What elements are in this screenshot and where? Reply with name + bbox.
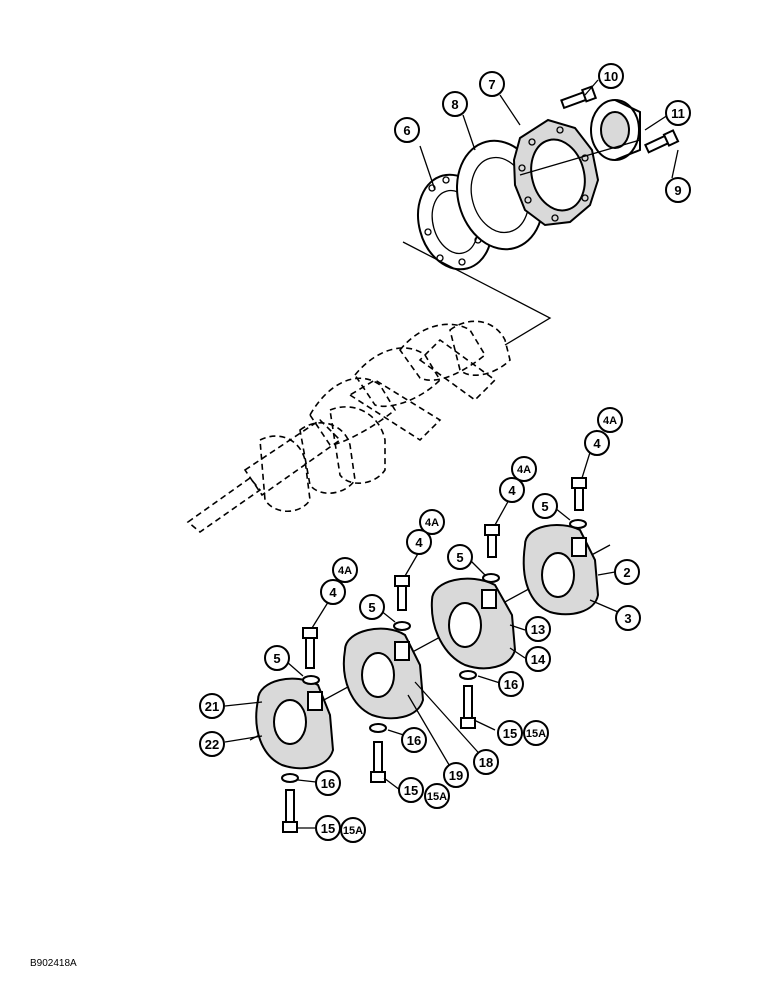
washer-5-d xyxy=(302,675,320,685)
callout-16-3: 16 xyxy=(315,770,341,796)
seal-retainer-7 xyxy=(512,118,600,227)
svg-text:19: 19 xyxy=(449,768,463,783)
callout-15a-3: 15A xyxy=(340,817,366,843)
svg-text:5: 5 xyxy=(368,600,375,615)
svg-text:22: 22 xyxy=(205,737,219,752)
svg-text:4A: 4A xyxy=(425,517,439,529)
oil-seal-11 xyxy=(590,99,641,161)
svg-text:16: 16 xyxy=(504,677,518,692)
svg-text:5: 5 xyxy=(273,651,280,666)
callout-16-1: 16 xyxy=(498,671,524,697)
counterweight-13-14 xyxy=(430,577,517,670)
svg-text:7: 7 xyxy=(488,77,495,92)
svg-text:3: 3 xyxy=(624,611,631,626)
callout-15-1: 15 xyxy=(497,720,523,746)
callout-15a-2: 15A xyxy=(424,783,450,809)
svg-text:11: 11 xyxy=(671,106,685,121)
bolt-4-c xyxy=(394,575,410,611)
washer-16-b xyxy=(369,723,387,733)
svg-text:8: 8 xyxy=(451,97,458,112)
bolt-4-b xyxy=(484,524,500,558)
svg-text:4A: 4A xyxy=(517,464,531,476)
callout-19: 19 xyxy=(443,762,469,788)
bolt-15-a xyxy=(460,685,476,729)
bolt-4-a xyxy=(571,477,587,511)
svg-text:9: 9 xyxy=(674,183,681,198)
crankshaft-phantom xyxy=(186,320,511,534)
svg-text:15A: 15A xyxy=(427,791,447,803)
svg-text:6: 6 xyxy=(403,123,410,138)
callout-8: 8 xyxy=(442,91,468,117)
callout-4-2: 4 xyxy=(499,477,525,503)
bolt-15-c xyxy=(282,789,298,833)
svg-text:15: 15 xyxy=(404,783,418,798)
svg-text:4: 4 xyxy=(329,585,337,600)
callout-2: 2 xyxy=(614,559,640,585)
svg-text:21: 21 xyxy=(205,699,219,714)
callout-5-1: 5 xyxy=(532,493,558,519)
svg-text:16: 16 xyxy=(321,776,335,791)
callout-5-4: 5 xyxy=(264,645,290,671)
callout-5-3: 5 xyxy=(359,594,385,620)
counterweight-21-22 xyxy=(255,677,335,770)
callout-13: 13 xyxy=(525,616,551,642)
svg-text:18: 18 xyxy=(479,755,493,770)
washer-5-b xyxy=(482,573,500,583)
callout-18: 18 xyxy=(473,749,499,775)
washer-16-a xyxy=(459,670,477,680)
callout-7: 7 xyxy=(479,71,505,97)
washer-5-c xyxy=(393,621,411,631)
callout-4a-2: 4A xyxy=(511,456,537,482)
callout-14: 14 xyxy=(525,646,551,672)
svg-text:4: 4 xyxy=(415,535,423,550)
callout-15-3: 15 xyxy=(315,815,341,841)
svg-text:15: 15 xyxy=(503,726,517,741)
svg-text:10: 10 xyxy=(604,69,618,84)
callout-4a-1: 4A xyxy=(597,407,623,433)
alignment-line-top xyxy=(519,139,641,176)
callout-15-2: 15 xyxy=(398,777,424,803)
callout-11: 11 xyxy=(665,100,691,126)
callout-4-3: 4 xyxy=(406,529,432,555)
washer-16-c xyxy=(281,773,299,783)
counterweight-2-3 xyxy=(522,524,600,616)
callout-9: 9 xyxy=(665,177,691,203)
svg-text:4: 4 xyxy=(508,483,516,498)
callout-22: 22 xyxy=(199,731,225,757)
callout-5-2: 5 xyxy=(447,544,473,570)
callout-21: 21 xyxy=(199,693,225,719)
callout-10: 10 xyxy=(598,63,624,89)
callout-15a-1: 15A xyxy=(523,720,549,746)
svg-text:15A: 15A xyxy=(343,825,363,837)
svg-text:14: 14 xyxy=(531,652,546,667)
svg-text:4: 4 xyxy=(593,436,601,451)
svg-text:16: 16 xyxy=(407,733,421,748)
svg-text:5: 5 xyxy=(541,499,548,514)
counterweight-18-19 xyxy=(342,627,425,720)
svg-text:15A: 15A xyxy=(526,728,546,740)
leader-crankshaft xyxy=(402,241,552,346)
bolt-10 xyxy=(560,85,598,110)
callout-4-1: 4 xyxy=(584,430,610,456)
svg-text:4A: 4A xyxy=(603,415,617,427)
callout-4-4: 4 xyxy=(320,579,346,605)
callout-3: 3 xyxy=(615,605,641,631)
bolt-4-d xyxy=(302,627,318,669)
callout-6: 6 xyxy=(394,117,420,143)
svg-text:15: 15 xyxy=(321,821,335,836)
svg-text:4A: 4A xyxy=(338,565,352,577)
washer-5-a xyxy=(569,519,587,529)
svg-text:13: 13 xyxy=(531,622,545,637)
svg-text:2: 2 xyxy=(623,565,630,580)
bolt-9 xyxy=(644,129,680,154)
bolt-15-b xyxy=(370,741,386,783)
callout-16-2: 16 xyxy=(401,727,427,753)
svg-text:5: 5 xyxy=(456,550,463,565)
callout-4a-4: 4A xyxy=(332,557,358,583)
callout-4a-3: 4A xyxy=(419,509,445,535)
figure-reference: B902418A xyxy=(30,958,77,969)
